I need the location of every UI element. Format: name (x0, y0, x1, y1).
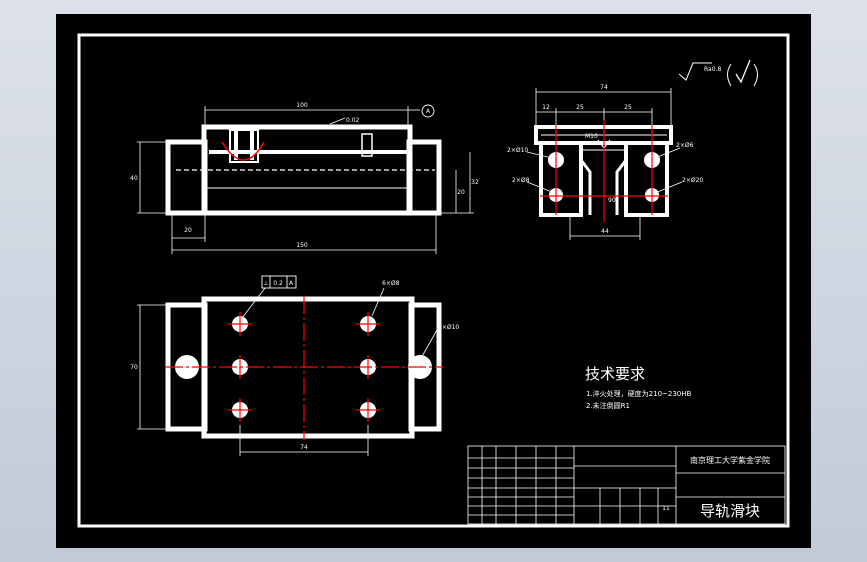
front-flatness-tag: 0.02 (346, 117, 360, 124)
top-view-centerlines (165, 296, 443, 440)
side-dim-b: 25 (576, 104, 584, 111)
side-dim-width: 74 (600, 84, 608, 91)
notes-line-2: 2.未注倒圆R1 (586, 401, 630, 410)
side-dim-c: 25 (624, 104, 632, 111)
model-space-background (56, 14, 811, 548)
front-dim-right-outer: 32 (471, 179, 479, 186)
side-view-centerlines (540, 120, 668, 222)
roughness-symbol (678, 59, 758, 87)
fcf-symbol: ⊥ (263, 280, 268, 287)
front-dim-right-inner: 20 (457, 189, 465, 196)
side-hole-right-lower: 2×Ø20 (682, 177, 703, 184)
drawing-border (77, 33, 790, 528)
top-dim-spacing: 74 (300, 444, 308, 451)
title-block (467, 445, 786, 525)
title-block-sheet-no: 11 (662, 505, 670, 512)
front-dim-step: 20 (184, 227, 192, 234)
front-dim-top: 100 (296, 102, 308, 109)
front-view-right-end (406, 139, 442, 216)
datum-symbol (421, 104, 435, 118)
feature-control-frame (261, 275, 297, 289)
side-dim-a: 12 (542, 104, 550, 111)
front-view-counterbore (229, 129, 259, 163)
top-holes-note: 6×Ø8 (382, 280, 400, 287)
side-hole-left-upper: 2×Ø10 (507, 147, 528, 154)
front-view-left-end (165, 139, 208, 216)
front-view-tapped-hole (361, 133, 373, 157)
front-dim-bottom: 150 (296, 242, 308, 249)
side-dim-inner: 44 (601, 228, 609, 235)
front-datum-label: A (426, 108, 431, 115)
side-thread: M10 (585, 133, 598, 140)
top-dim-height: 70 (130, 364, 138, 371)
side-angle: 90° (608, 197, 619, 204)
front-view-section-arc (221, 141, 265, 161)
front-dim-left: 40 (130, 175, 138, 182)
top-side-holes-note: 2×Ø10 (438, 324, 459, 331)
side-hole-left-lower: 2×Ø8 (512, 177, 530, 184)
side-view-right-leg (624, 141, 669, 217)
notes-line-1: 1.淬火处理，硬度为210~230HB (586, 389, 692, 398)
title-block-part-name: 导轨滑块 (700, 502, 760, 520)
side-view-left-leg (539, 141, 583, 217)
fcf-datum: A (289, 280, 294, 287)
title-block-school: 南京理工大学紫金学院 (690, 455, 770, 465)
front-view (137, 104, 474, 254)
side-hole-right-upper: 2×Ø6 (676, 142, 694, 149)
fcf-tolerance: 0.2 (273, 280, 283, 287)
roughness-value: Ra0.8 (704, 66, 721, 73)
notes-heading: 技术要求 (585, 365, 645, 383)
